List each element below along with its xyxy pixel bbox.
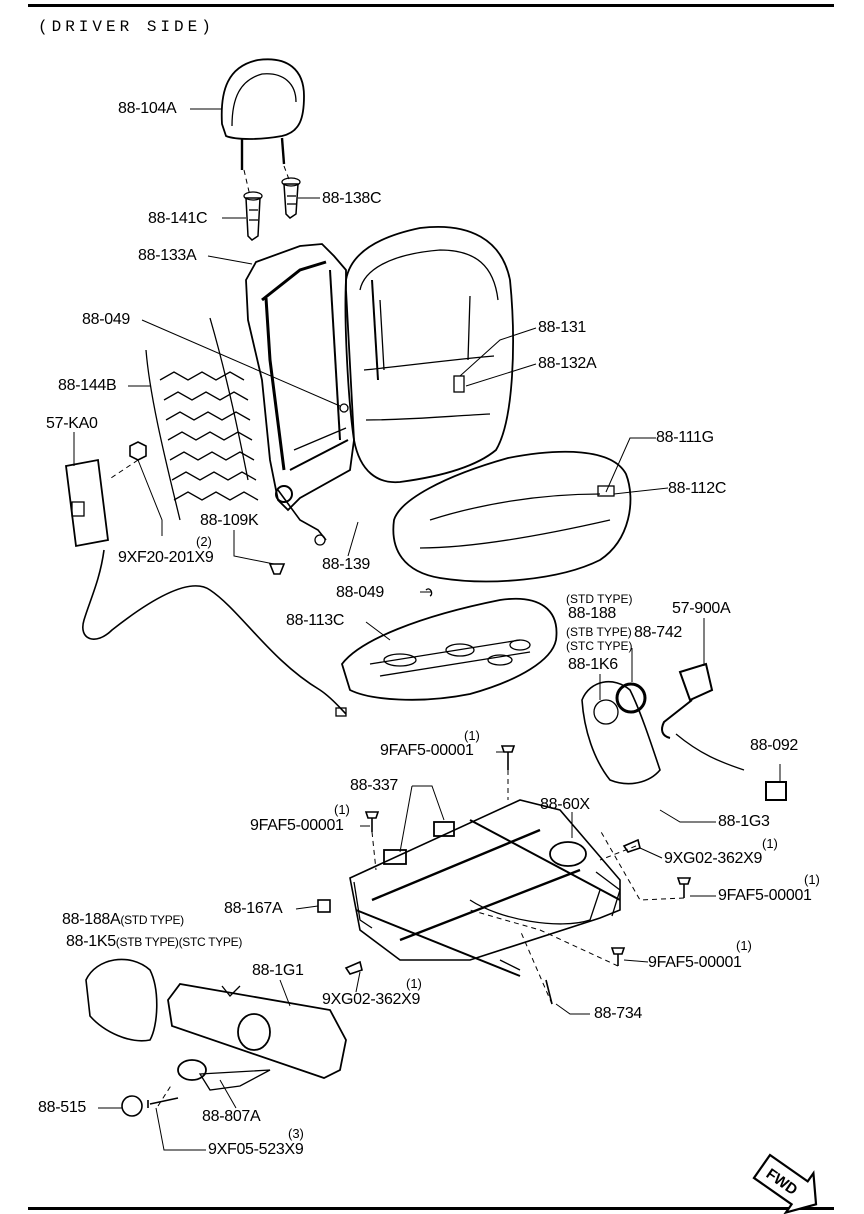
label-88-049-b: 88-049 [336,584,385,601]
label-std-type-b: (STD TYPE) [120,913,184,927]
label-88-104A: 88-104A [118,100,177,117]
label-88-742: 88-742 [634,624,683,641]
label-88-734: 88-734 [594,1005,643,1022]
label-88-1G3: 88-1G3 [718,813,770,830]
label-88-188A-text: 88-188A [62,911,121,928]
label-88-1K5-text: 88-1K5 [66,933,116,950]
qty-9XG02-b: (1) [736,938,752,953]
qty-9FAF5-d: (1) [406,976,422,991]
qty-9XG02-a: (1) [762,836,778,851]
label-9FAF5-00001-c: 9FAF5-00001 [718,887,812,904]
label-9FAF5-00001-a: 9FAF5-00001 [380,742,474,759]
label-88-188A: 88-188A(STD TYPE) [62,911,184,929]
label-88-111G: 88-111G [656,429,714,446]
label-9XF05-523X9: 9XF05-523X9 [208,1141,304,1158]
label-88-337: 88-337 [350,777,399,794]
label-88-133A: 88-133A [138,247,197,264]
side-shield-front [581,681,661,785]
fwd-direction-badge: FWD [752,1153,818,1214]
label-88-807A: 88-807A [202,1108,261,1125]
label-9XF20-201X9: 9XF20-201X9 [118,549,214,566]
label-88-144B: 88-144B [58,377,117,394]
top-rule [28,4,834,7]
assembly-dashed-lines [107,165,685,1107]
label-9FAF5-00001-b: 9FAF5-00001 [250,817,344,834]
side-shield-rear [85,958,158,1042]
qty-9XF20: (2) [196,534,212,549]
wiring-harness [65,441,347,717]
label-88-515: 88-515 [38,1099,87,1116]
qty-9FAF5-a: (1) [464,728,480,743]
seat-cushion [392,450,632,583]
headrest-guide-right [281,177,301,219]
cap-washer [121,1095,143,1117]
clip-88-049-upper [339,403,349,413]
label-88-113C: 88-113C [286,612,345,629]
qty-9FAF5-c: (1) [804,872,820,887]
qty-9FAF5-b: (1) [334,802,350,817]
label-88-092: 88-092 [750,737,799,754]
label-88-1K5: 88-1K5(STB TYPE)(STC TYPE) [66,933,242,951]
seatback-frame [245,243,355,546]
label-9XG02-362X9-a: 9XG02-362X9 [664,850,763,867]
label-88-141C: 88-141C [148,210,208,227]
diagram-title: (DRIVER SIDE) [38,18,215,36]
label-std-type: (STD TYPE) [566,592,633,606]
label-57-900A: 57-900A [672,600,731,617]
label-88-139: 88-139 [322,556,371,573]
headrest-guide-left [243,191,263,241]
seat-belt-buckle [661,662,787,801]
label-stc-type: (STC TYPE) [566,639,633,653]
label-88-60X: 88-60X [540,796,590,813]
label-stb-stc-type: (STB TYPE)(STC TYPE) [115,935,243,949]
label-9FAF5-00001-d: 9FAF5-00001 [648,954,742,971]
recliner-knob [177,1059,271,1091]
leader-lines [73,108,781,1151]
label-88-188: 88-188 [568,605,617,622]
side-cover [167,983,347,1079]
label-88-167A: 88-167A [224,900,283,917]
clip-88-049-lower [425,588,433,597]
label-88-132A: 88-132A [538,355,597,372]
label-9XG02-362X9-b: 9XG02-362X9 [322,991,421,1008]
label-57-KA0: 57-KA0 [46,415,98,432]
screw-9xf05 [147,1097,179,1108]
label-88-049-a: 88-049 [82,311,131,328]
label-88-1K6: 88-1K6 [568,656,618,673]
headrest-illustration [220,58,305,170]
seatback-spring-mat [145,317,259,521]
seat-track-assembly [349,799,621,977]
seat-pan-frame [341,597,558,701]
label-88-112C: 88-112C [668,480,727,497]
label-stb-type: (STB TYPE) [566,625,632,639]
label-88-109K: 88-109K [200,512,259,529]
bottom-rule [28,1207,834,1210]
label-88-138C: 88-138C [322,190,382,207]
seatback-cushion [344,226,514,484]
label-88-1G1: 88-1G1 [252,962,304,979]
qty-9XF05: (3) [288,1126,304,1141]
label-88-131: 88-131 [538,319,587,336]
